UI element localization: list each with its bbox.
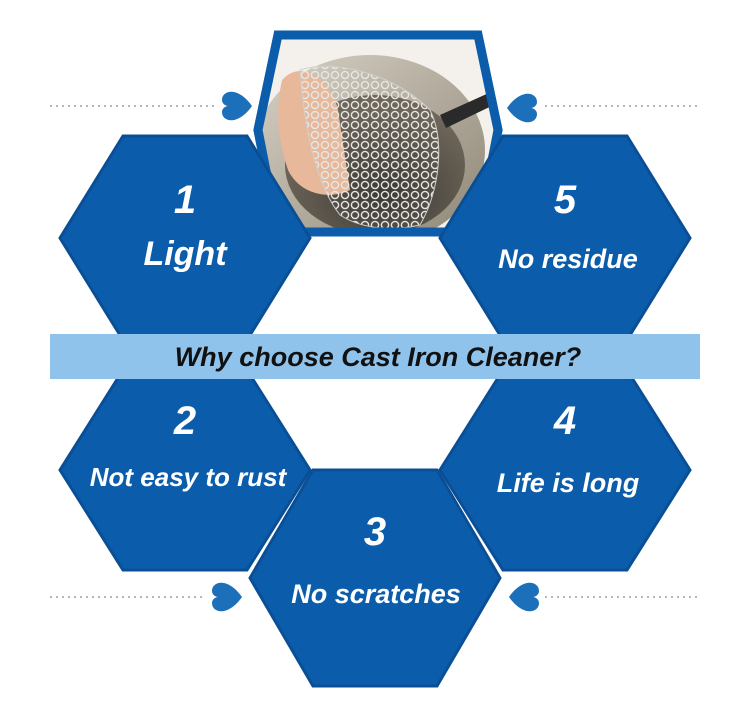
heart-icon-top-right [507,93,537,123]
feature-label-5: No residue [498,244,638,274]
heart-icon-bottom-left [212,582,242,612]
feature-label-4: Life is long [497,468,640,498]
feature-hexagon-3: 3 No scratches [248,468,502,688]
banner-title: Why choose Cast Iron Cleaner? [175,342,582,372]
feature-label-3: No scratches [291,579,461,609]
heart-icon-bottom-right [509,582,539,612]
feature-number-4: 4 [553,399,576,443]
feature-label-1: Light [143,235,228,273]
feature-hexagon-1: 1 Light [58,134,312,342]
feature-number-5: 5 [554,178,577,222]
feature-number-2: 2 [173,399,196,443]
title-banner: Why choose Cast Iron Cleaner? [50,334,700,379]
heart-icon-top-left [222,91,252,121]
feature-number-3: 3 [364,510,386,554]
feature-hexagon-5: 5 No residue [438,134,692,342]
feature-number-1: 1 [174,178,196,222]
product-photo-hexagon [253,30,503,237]
feature-label-2: Not easy to rust [90,462,288,492]
